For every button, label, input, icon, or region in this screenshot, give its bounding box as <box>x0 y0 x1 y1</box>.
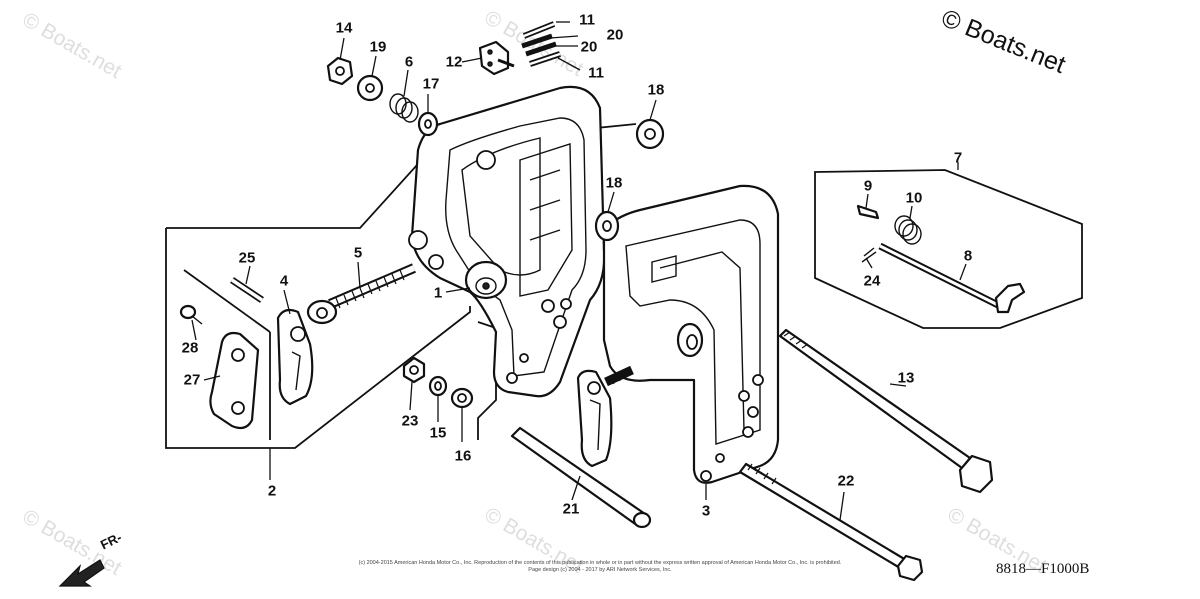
callout-20[interactable]: 20 <box>580 38 598 56</box>
callout-10[interactable]: 10 <box>905 189 923 207</box>
group-outline-inner <box>183 269 271 333</box>
part-1-bushing <box>464 260 508 300</box>
leader-lines <box>191 21 967 521</box>
callout-2[interactable]: 2 <box>267 482 277 500</box>
callout-11[interactable]: 11 <box>579 11 595 29</box>
callout-12[interactable]: 12 <box>445 53 463 71</box>
callout-11[interactable]: 11 <box>588 64 604 82</box>
callout-23[interactable]: 23 <box>401 412 419 430</box>
group-outline-2-top <box>166 143 437 229</box>
group-outline-7 <box>814 169 1083 329</box>
copyright-line: (c) 2004-2015 American Honda Motor Co., … <box>358 560 842 566</box>
callout-17[interactable]: 17 <box>422 75 440 93</box>
callout-18[interactable]: 18 <box>647 81 665 99</box>
part-4-lever <box>276 308 314 406</box>
part-5-screw <box>306 263 416 325</box>
part-7-assembly <box>856 204 1026 314</box>
parts-11-12-20-small <box>478 21 561 76</box>
part-28-bolt <box>179 304 203 325</box>
parts-14-19-6-17-stack <box>326 56 439 137</box>
part-13-bolt <box>778 328 994 494</box>
callout-8[interactable]: 8 <box>963 247 973 265</box>
callout-16[interactable]: 16 <box>454 447 472 465</box>
group-outline-fasteners <box>477 321 497 440</box>
callout-24[interactable]: 24 <box>863 272 881 290</box>
callout-5[interactable]: 5 <box>353 244 363 262</box>
callout-9[interactable]: 9 <box>863 177 873 195</box>
callout-25[interactable]: 25 <box>238 249 256 267</box>
callout-21[interactable]: 21 <box>562 500 580 518</box>
callout-13[interactable]: 13 <box>897 369 915 387</box>
group-outline-2 <box>165 228 471 449</box>
part-2-clamp-assembly <box>576 322 704 468</box>
callout-7[interactable]: 7 <box>953 149 963 167</box>
part-25-pin <box>230 277 264 303</box>
callout-3[interactable]: 3 <box>701 502 711 520</box>
callout-14[interactable]: 14 <box>335 19 353 37</box>
front-arrow-icon <box>58 559 105 587</box>
part-22-bolt <box>738 462 924 582</box>
callout-18[interactable]: 18 <box>605 174 623 192</box>
parts-23-15-16-fasteners <box>402 356 474 409</box>
copyright-line: Page design (c) 2004 - 2017 by ARI Netwo… <box>528 567 672 573</box>
callout-4[interactable]: 4 <box>279 272 289 290</box>
callout-6[interactable]: 6 <box>404 53 414 71</box>
callout-28[interactable]: 28 <box>181 339 199 357</box>
stern-bracket-left <box>408 85 606 398</box>
callout-27[interactable]: 27 <box>183 371 201 389</box>
callout-19[interactable]: 19 <box>369 38 387 56</box>
callout-20[interactable]: 20 <box>606 26 624 44</box>
copyright-notice: (c) 2004-2015 American Honda Motor Co., … <box>320 560 880 574</box>
callout-15[interactable]: 15 <box>429 424 447 442</box>
callout-1[interactable]: 1 <box>433 284 443 302</box>
diagram-code: 8818—F1000B <box>996 561 1090 577</box>
part-27-plate <box>209 331 260 430</box>
callout-22[interactable]: 22 <box>837 472 855 490</box>
